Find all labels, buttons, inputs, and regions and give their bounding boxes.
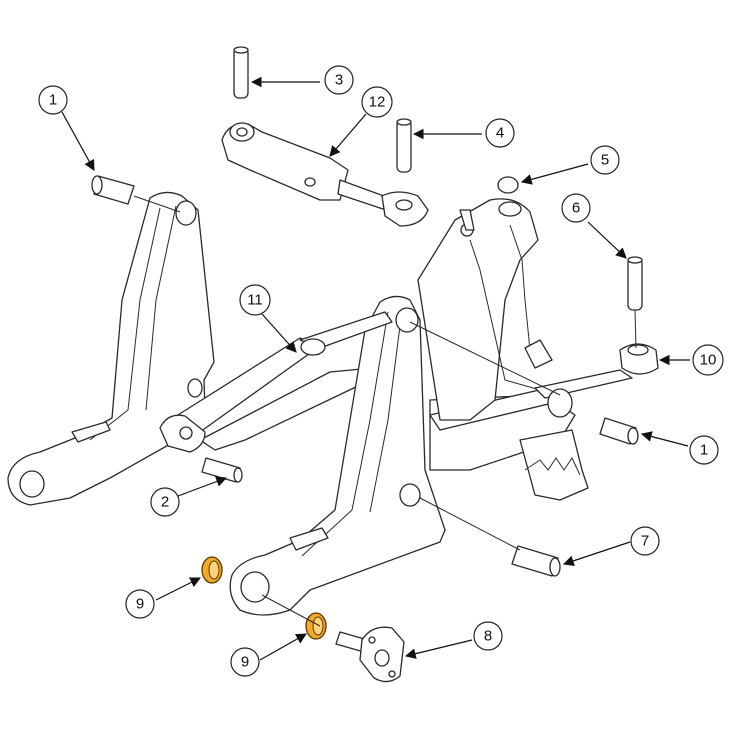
callout-5: 5 xyxy=(590,145,620,175)
leader-1-left xyxy=(61,111,95,171)
callout-label: 11 xyxy=(247,292,263,309)
pin-7 xyxy=(511,545,561,577)
alignment-lines xyxy=(133,195,637,627)
pin-10-holder xyxy=(619,343,659,375)
callout-12: 12 xyxy=(361,86,393,118)
pin-4 xyxy=(396,118,412,173)
leader-9-left xyxy=(155,577,201,601)
callout-8: 8 xyxy=(473,621,503,651)
right-upright xyxy=(417,198,553,421)
pin-1-right xyxy=(599,417,639,445)
callout-1-left: 1 xyxy=(38,85,68,115)
callout-4: 4 xyxy=(485,118,515,148)
callout-label: 1 xyxy=(700,442,708,459)
callout-label: 2 xyxy=(161,494,169,511)
callout-label: 8 xyxy=(484,628,492,645)
callout-label: 7 xyxy=(641,533,649,550)
leader-6 xyxy=(587,221,627,259)
callout-2: 2 xyxy=(150,487,180,517)
leader-12 xyxy=(329,113,367,157)
callout-label: 4 xyxy=(496,125,504,142)
callout-leaders xyxy=(61,76,690,661)
pin-3 xyxy=(233,46,249,99)
callout-label: 12 xyxy=(369,94,386,111)
leader-7 xyxy=(562,541,631,567)
leader-1-right xyxy=(640,431,689,447)
plug-5 xyxy=(497,176,519,194)
pin-6 xyxy=(627,256,643,311)
callout-3: 3 xyxy=(324,65,354,95)
callout-9-left: 9 xyxy=(125,589,155,619)
callout-9-right: 9 xyxy=(230,647,260,677)
callout-label: 3 xyxy=(335,72,343,89)
callout-6: 6 xyxy=(561,193,591,223)
leader-9-right xyxy=(259,633,307,661)
callout-1-right: 1 xyxy=(689,435,719,465)
leader-8 xyxy=(404,639,473,659)
leader-2 xyxy=(177,476,228,497)
link-rod xyxy=(534,369,633,418)
flange-pin-8 xyxy=(335,626,405,683)
callout-label: 9 xyxy=(241,654,249,671)
callout-7: 7 xyxy=(630,526,660,556)
callout-10: 10 xyxy=(692,344,724,376)
bushing-9-right xyxy=(305,612,327,640)
pin-1-left xyxy=(91,175,135,205)
right-loader-arm xyxy=(229,295,446,616)
tilt-cylinder xyxy=(221,122,429,227)
callout-label: 10 xyxy=(700,352,717,369)
callout-label: 9 xyxy=(136,596,144,613)
callout-label: 1 xyxy=(49,92,57,109)
pin-2 xyxy=(201,457,243,483)
callout-label: 6 xyxy=(572,200,580,217)
leader-5 xyxy=(520,163,589,185)
left-loader-arm xyxy=(7,191,215,506)
leader-11 xyxy=(261,313,297,353)
bucket-tooth-bracket xyxy=(519,429,589,501)
lift-cylinder xyxy=(159,311,393,453)
callout-label: 5 xyxy=(601,152,609,169)
bushing-9-left xyxy=(201,556,223,584)
callout-11: 11 xyxy=(239,284,271,316)
